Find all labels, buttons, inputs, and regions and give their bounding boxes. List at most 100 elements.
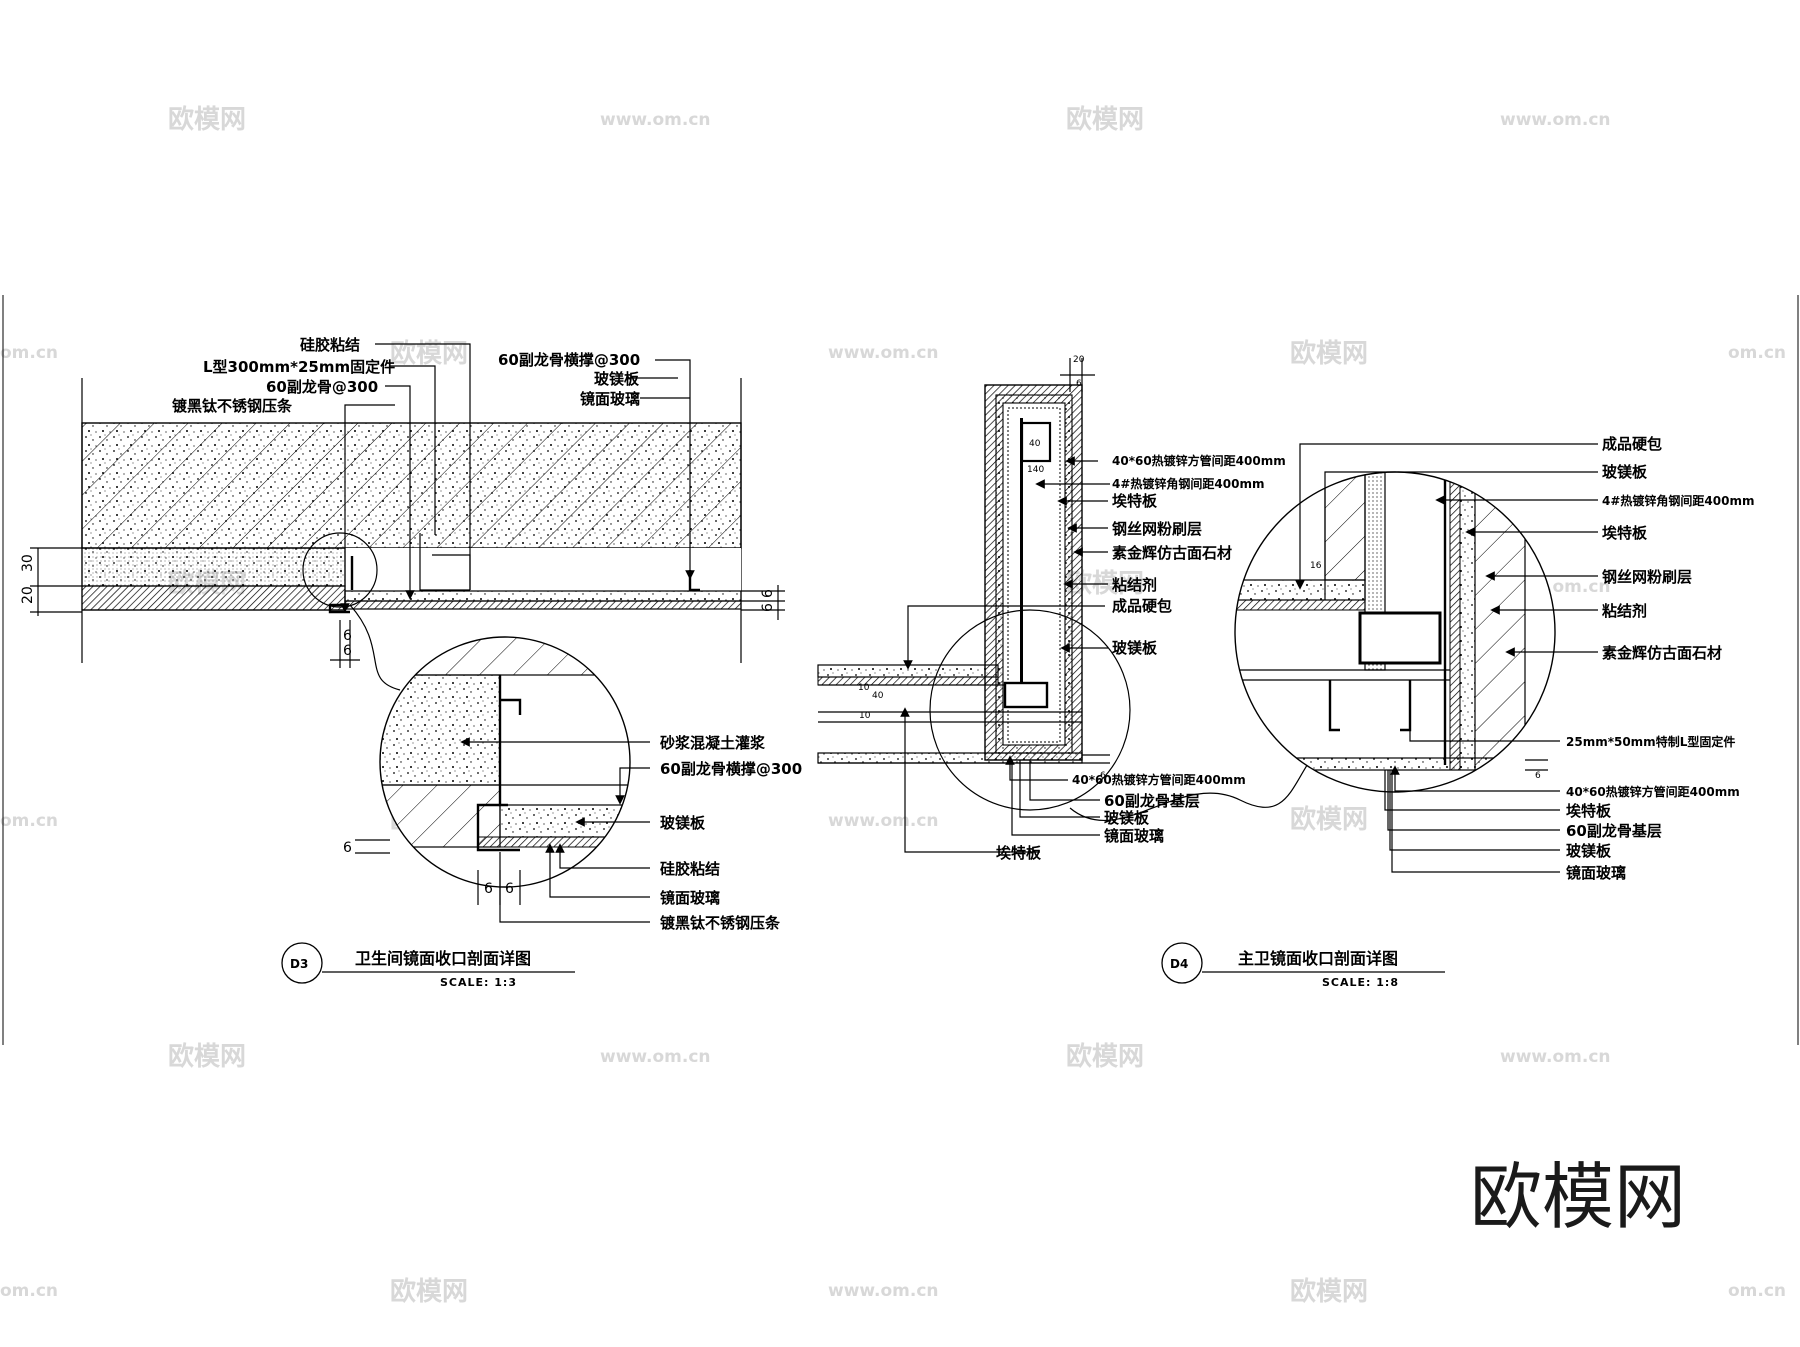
watermark-url: www.om.cn [1500,1047,1611,1067]
watermark-url-cut: om.cn [0,1281,58,1301]
detail-label: 素金辉仿古面石材 [1602,644,1722,662]
detail-label: 镜面玻璃 [660,889,720,907]
detail-label: 60副龙骨横撑@300 [660,760,802,778]
stainless-strip [328,603,350,614]
dim-text: 140 [1027,465,1044,475]
dim-text: 6 [1076,379,1082,389]
detail-d4: 40 140 10 40 10 20 6 40*60热镀锌方管间距400mm [817,355,1754,989]
leader [900,707,1040,853]
leader [385,385,415,600]
callout-circle [302,532,378,608]
detail-tag: D3 [290,957,308,971]
hard-pack [817,664,999,678]
detail-label: 镜面玻璃 [1566,864,1626,882]
detail-label: 粘结剂 [1602,602,1647,620]
watermark-logo: 欧模网 [390,1276,468,1307]
mid-label: 素金辉仿古面石材 [1112,544,1232,562]
detail-label: 玻镁板 [1602,463,1648,481]
leader [555,843,650,869]
bottom-label: 玻镁板 [1104,809,1150,827]
watermark-url-cut: om.cn [0,343,58,363]
ceiling-void [345,548,741,591]
detail-label: 镀黑钛不锈钢压条 [660,914,781,932]
leader [1324,471,1598,600]
detail-label: 4#热镀锌角钢间距400mm [1602,493,1754,508]
watermark-logo: 欧模网 [1066,104,1144,135]
concrete-aggregate [82,423,741,548]
leader [340,404,395,613]
detail-label: 成品硬包 [1602,435,1662,453]
watermark-url: www.om.cn [1500,110,1611,130]
watermark-url: www.om.cn [600,1047,711,1067]
dim-text: 6 [484,881,493,897]
dim-text: 6 [343,840,352,856]
leader [1409,695,1560,742]
detail-label: 40*60热镀锌方管间距400mm [1566,784,1740,799]
dim-text: 10 [859,711,871,721]
mid-label: 粘结剂 [1112,576,1157,594]
watermark-logo: 欧模网 [1066,1041,1144,1072]
eter-board [1007,407,1061,743]
dim-text: 6 [760,603,776,612]
angle-steel [1020,418,1023,708]
watermark-logo: 欧模网 [1290,804,1368,835]
square-tube [1003,681,1049,709]
leader [1011,760,1100,836]
watermark-logo: 欧模网 [1290,338,1368,369]
detail-label: 埃特板 [1602,524,1648,542]
leader [1387,770,1560,831]
leader [1295,443,1598,590]
magnified-detail [1235,472,1555,792]
leader [655,359,695,580]
leader [390,365,436,535]
callout-connector [1069,729,1341,821]
detail-tag-circle [1161,942,1203,984]
watermark-url-cut: om.cn [0,811,58,831]
label-subkeel: 60副龙骨@300 [266,378,378,396]
drawing-scale: SCALE: 1:3 [440,976,517,989]
dim-text: 6 [760,589,776,598]
dim-text: 10 [858,683,870,693]
mid-label: 钢丝网粉刷层 [1112,520,1202,538]
mid-label: 成品硬包 [1112,597,1172,615]
label-mirror: 镜面玻璃 [580,390,640,408]
finish-layer [81,585,346,611]
bottom-label: 40*60热镀锌方管间距400mm [1072,772,1246,787]
dim-text: 30 [20,554,36,572]
mortar-grout [82,548,345,586]
detail-d3: 硅胶粘结 L型300mm*25mm固定件 60副龙骨@300 镀黑钛不锈钢压条 … [20,336,802,989]
watermark-logo: 欧模网 [1290,1276,1368,1307]
dim-text: 6 [343,643,352,659]
drawing-title: 主卫镜面收口剖面详图 [1238,949,1398,968]
watermark-url: www.om.cn [828,343,939,363]
bottom-label: 60副龙骨基层 [1104,792,1200,810]
watermark-logo: 欧模网 [168,1041,246,1072]
leader [1390,765,1560,792]
label-stainless-strip: 镀黑钛不锈钢压条 [172,397,293,415]
watermark-url: www.om.cn [828,811,939,831]
detail-label: 钢丝网粉刷层 [1602,568,1692,586]
dim-text: 20 [1073,355,1085,365]
bottom-label: 埃特板 [996,844,1042,862]
mgo-board [344,590,742,602]
mid-label: 4#热镀锌角钢间距400mm [1112,476,1264,491]
leader [1391,770,1560,873]
mid-label: 40*60热镀锌方管间距400mm [1112,453,1286,468]
watermark-logo: 欧模网 [168,104,246,135]
mid-label: 玻镁板 [1112,639,1158,657]
label-mgo-board: 玻镁板 [594,370,640,388]
detail-label: 玻镁板 [1566,842,1612,860]
watermark-url-cut: om.cn [1728,1281,1786,1301]
detail-label: 硅胶粘结 [660,860,720,878]
watermark-logo-large: 欧模网 [1470,1155,1686,1239]
dim-text: 20 [20,586,36,604]
dim-text: 6 [1535,771,1541,781]
detail-label: 25mm*50mm特制L型固定件 [1566,734,1735,749]
detail-label: 砂浆混凝土灌浆 [660,734,766,752]
mirror-glass [344,600,742,610]
dim-text: 6 [343,628,352,644]
mirror-layer [817,752,1083,764]
leader [903,605,1105,670]
detail-tag-circle [281,942,323,984]
